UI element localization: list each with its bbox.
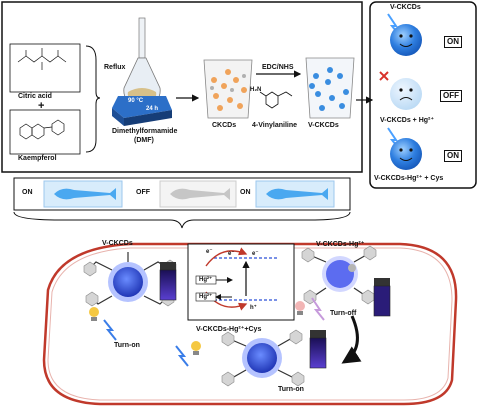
state-3-dot: [387, 127, 422, 170]
synthesis-frame: [1, 1, 363, 173]
reflux-label: Reflux: [104, 64, 126, 71]
solvent-label: Dimethylformamide: [112, 128, 178, 135]
beaker-ckcds: [203, 59, 253, 119]
cell-3-lamp: [191, 341, 201, 355]
states-frame: [369, 1, 477, 189]
citric-acid-structure: [17, 48, 67, 70]
cell-1-molecule: [83, 252, 177, 307]
amine-label: H₂N: [250, 87, 262, 93]
state-3-signal: ON: [444, 150, 462, 162]
citric-acid-label: Citric acid: [18, 93, 52, 100]
state-1-dot: [387, 13, 422, 56]
zebrafish-1-signal: ON: [22, 189, 33, 196]
cell-3-vial: [309, 330, 327, 369]
cell-1-lamp: [89, 307, 99, 321]
vckcds-label: V-CKCDs: [308, 122, 339, 129]
cell-2-molecule: [301, 245, 377, 305]
zebrafish-3-signal: ON: [240, 189, 251, 196]
electron-label-2: e⁻: [228, 251, 235, 257]
electron-label-1: e⁻: [206, 249, 213, 255]
detail-brace: [13, 211, 351, 229]
cell-3-bolt: [175, 345, 189, 367]
reactant-bracket: [85, 45, 101, 153]
cell-2-label: V-CKCDs-Hg²⁺: [316, 241, 365, 248]
state-3-name: V-CKCDs-Hg²⁺ + Cys: [374, 175, 444, 182]
zebrafish-2-signal: OFF: [136, 189, 150, 196]
cell-1-vial: [159, 262, 177, 301]
state-1-name: V-CKCDs: [390, 4, 421, 11]
cell-3-label: V-CKCDs-Hg²⁺+Cys: [196, 326, 262, 333]
hole-label: h⁺: [250, 305, 257, 311]
kaempferol-box: [9, 109, 81, 155]
turn-off-label: Turn-off: [330, 310, 357, 317]
plus-sign: +: [38, 100, 45, 112]
state-1-signal: ON: [444, 36, 462, 48]
turn-on-2-label: Turn-on: [278, 386, 304, 393]
solvent-abbr-label: (DMF): [134, 137, 154, 144]
arrow-cell2-to-cell3: [341, 315, 362, 364]
hg-box-bottom: Hg²⁺: [199, 294, 213, 300]
ckcds-label: CKCDs: [212, 122, 237, 129]
hg-box-top: Hg²⁺: [199, 277, 213, 283]
electron-label-3: e⁻: [252, 251, 259, 257]
kaempferol-structure: [19, 119, 65, 140]
reflux-flask: [112, 17, 172, 126]
kaempferol-label: Kaempferol: [18, 155, 57, 162]
cell-2-lamp: [295, 301, 305, 315]
citric-acid-box: [9, 43, 81, 93]
vinylaniline-structure: [259, 91, 293, 109]
zebrafish-panel-1: [43, 180, 123, 208]
state-2-signal: OFF: [440, 90, 462, 102]
flask-temp-label: 90 °C: [128, 98, 144, 104]
cell-1-bolt: [103, 319, 117, 341]
flask-time-label: 24 h: [146, 106, 159, 112]
cell-1-label: V-CKCDs: [102, 240, 133, 247]
cell-2-vial: [373, 278, 391, 317]
cell-2-bolt: [311, 297, 325, 321]
beaker-vckcds: [305, 57, 355, 119]
recombination-arc-top: [205, 247, 248, 267]
cell-3-molecule: [221, 329, 305, 387]
state-2-name: V-CKCDs + Hg²⁺: [380, 117, 435, 124]
edc-nhs-label: EDC/NHS: [262, 64, 294, 71]
zebrafish-panel-3: [255, 180, 335, 208]
cell-membrane: [42, 242, 458, 406]
zebrafish-row-frame: [13, 177, 351, 211]
vinylaniline-label: 4-Vinylaniline: [252, 122, 297, 129]
zebrafish-panel-2: [159, 180, 237, 208]
state-2-dot: [379, 71, 422, 110]
turn-on-1-label: Turn-on: [114, 342, 140, 349]
